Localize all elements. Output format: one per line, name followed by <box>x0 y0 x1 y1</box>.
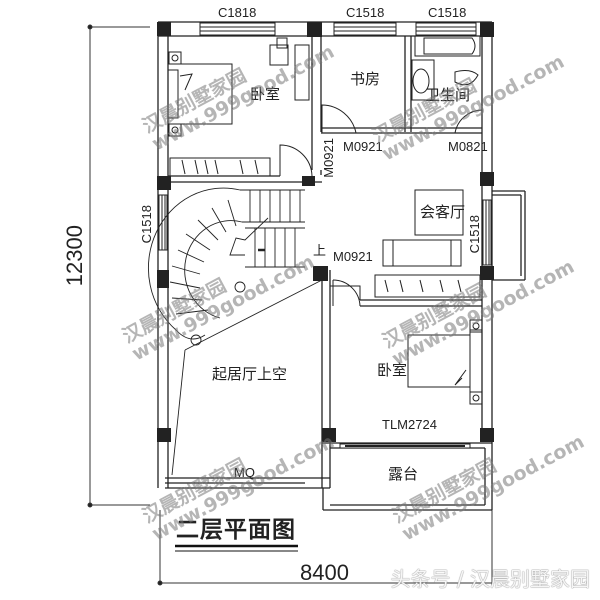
door-swings <box>279 104 483 307</box>
window-label-left: C1518 <box>139 205 154 244</box>
window-label-top-right: C1518 <box>428 5 467 20</box>
window-label-top-middle: C1518 <box>346 5 385 20</box>
door-label-lounge: M0921 <box>333 249 373 264</box>
furniture-bedroom-top <box>167 37 310 177</box>
source-footer: 头条号 / 汉晨别墅家园 <box>390 567 590 591</box>
windows <box>158 22 492 449</box>
furniture-lounge <box>374 189 481 298</box>
room-label-bathroom: 卫生间 <box>425 86 471 104</box>
stair-up-label: 上 <box>313 244 327 259</box>
dimension-lines <box>87 24 494 586</box>
title-underline <box>175 544 298 552</box>
columns <box>157 22 494 442</box>
door-label-study: M0921 <box>343 139 383 154</box>
window-label-right: C1518 <box>467 215 482 254</box>
room-label-bedroom-bottom: 卧室 <box>377 361 408 379</box>
door-label-bedroom: M0921 <box>321 138 336 178</box>
room-label-lounge: 会客厅 <box>420 203 466 221</box>
door-label-bathroom: M0821 <box>448 139 488 154</box>
curtain-wall-label: MQ <box>234 465 255 480</box>
plan-title: 二层平面图 <box>176 516 296 543</box>
staircase <box>148 187 323 476</box>
room-label-terrace: 露台 <box>388 465 419 483</box>
room-label-bedroom-top: 卧室 <box>250 85 281 103</box>
dimension-height: 12300 <box>62 225 87 287</box>
door-label-balcony: TLM2724 <box>382 417 437 432</box>
room-label-study: 书房 <box>350 70 381 88</box>
furniture-bedroom-bottom <box>407 319 483 405</box>
window-label-top-left: C1818 <box>218 5 257 20</box>
room-label-void: 起居厅上空 <box>212 365 288 383</box>
dimension-width: 8400 <box>300 560 349 585</box>
bathroom-fixtures <box>411 35 481 101</box>
